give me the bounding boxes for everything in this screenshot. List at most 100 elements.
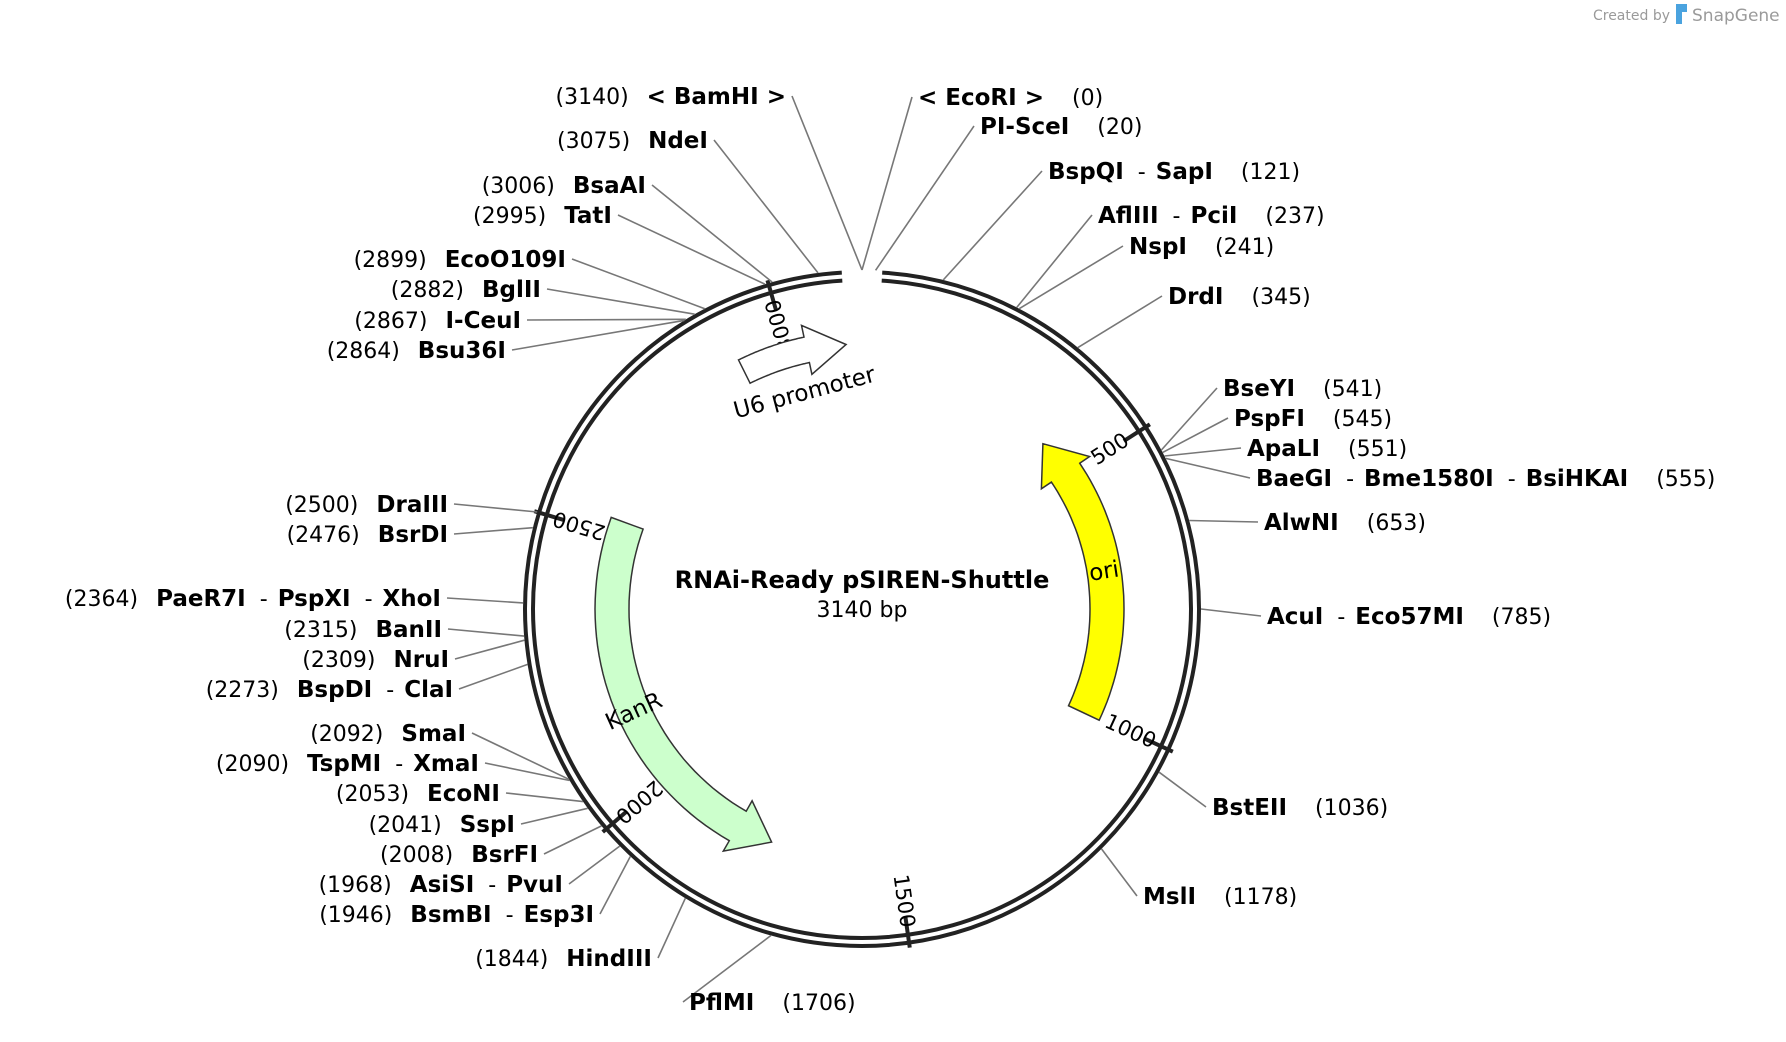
site-label-tati-2995: TatI (2995) bbox=[473, 203, 612, 229]
site-leader-2053 bbox=[505, 792, 584, 803]
tick-label-500: 500 bbox=[1086, 428, 1133, 470]
site-leader-3140 bbox=[791, 95, 863, 271]
enzyme-name: BglII bbox=[482, 277, 541, 303]
site-leader-1968 bbox=[568, 845, 621, 885]
site-position: (2867) bbox=[354, 309, 427, 334]
watermark-prefix: Created by bbox=[1593, 8, 1670, 24]
feature-arrow-u6-promoter bbox=[737, 324, 848, 385]
site-position: (1844) bbox=[475, 947, 548, 972]
site-position: (2053) bbox=[336, 782, 409, 807]
feature-label-ori: ori bbox=[1087, 557, 1121, 587]
site-position: (1036) bbox=[1315, 796, 1388, 821]
enzyme-name: Bme1580I bbox=[1364, 466, 1494, 492]
enzyme-name: TatI bbox=[564, 203, 612, 229]
enzyme-separator: - bbox=[1337, 605, 1345, 630]
enzyme-name: PflMI bbox=[689, 990, 754, 1016]
site-leader-1844 bbox=[657, 897, 687, 959]
enzyme-separator: - bbox=[488, 873, 496, 898]
enzyme-name: BspDI bbox=[297, 677, 372, 703]
site-label-draiii-2500: DraIII (2500) bbox=[285, 492, 448, 518]
site-position: (2995) bbox=[473, 204, 546, 229]
site-label-pspfi-545: PspFI(545) bbox=[1234, 406, 1392, 432]
site-leader-2090 bbox=[484, 762, 570, 782]
tick-2000 bbox=[601, 810, 628, 834]
site-position: (555) bbox=[1656, 467, 1715, 492]
enzyme-name: NdeI bbox=[648, 128, 708, 154]
enzyme-name: BsmBI bbox=[410, 902, 491, 928]
enzyme-name: AflIII bbox=[1098, 203, 1159, 229]
site-leader-0 bbox=[861, 96, 913, 271]
backbone-inner-strand bbox=[531, 278, 1193, 940]
enzyme-name: I-CeuI bbox=[446, 308, 522, 334]
enzyme-name: XhoI bbox=[383, 586, 441, 612]
site-leader-241 bbox=[1018, 245, 1124, 310]
site-label-bsu36i-2864: Bsu36I(2864) bbox=[327, 338, 506, 364]
site-leaders bbox=[446, 95, 1262, 1003]
feature-arrow-ori bbox=[1040, 442, 1125, 722]
enzyme-name: HindIII bbox=[566, 946, 652, 972]
site-leader-2500 bbox=[453, 503, 538, 513]
site-leader-20 bbox=[874, 125, 975, 271]
site-leader-1706 bbox=[682, 934, 772, 1003]
site-leader-345 bbox=[1077, 295, 1163, 349]
enzyme-name: AcuI bbox=[1267, 604, 1323, 630]
site-position: (2041) bbox=[369, 813, 442, 838]
site-position: (2899) bbox=[354, 248, 427, 273]
site-leader-2092 bbox=[471, 732, 570, 781]
site-label-sspi-2041: SspI(2041) bbox=[369, 812, 515, 838]
site-position: (2273) bbox=[206, 678, 279, 703]
snapgene-logo-icon-bar bbox=[1682, 4, 1687, 12]
site-label-afliii-237: AflIII-PciI(237) bbox=[1098, 203, 1325, 229]
enzyme-name: AsiSI bbox=[410, 872, 475, 898]
enzyme-separator: - bbox=[365, 587, 373, 612]
site-label-hindiii-1844: HindIII (1844) bbox=[475, 946, 652, 972]
site-label-nspi-241: NspI(241) bbox=[1129, 234, 1274, 260]
plasmid-name: RNAi-Ready pSIREN-Shuttle bbox=[675, 566, 1050, 594]
site-position: (2864) bbox=[327, 339, 400, 364]
site-leader-2864 bbox=[511, 319, 685, 351]
enzyme-name: Eco57MI bbox=[1355, 604, 1464, 630]
enzyme-name: PciI bbox=[1191, 203, 1238, 229]
site-label-bsaai-3006: BsaAI (3006) bbox=[482, 173, 646, 199]
enzyme-name: DraIII bbox=[376, 492, 448, 518]
enzyme-name: BanII bbox=[376, 617, 443, 643]
site-position: (20) bbox=[1097, 115, 1142, 140]
site-labels: < EcoRI >(0)PI-SceI(20)BspQI-SapI(121)Af… bbox=[65, 84, 1715, 1016]
site-label-banii-2315: BanII (2315) bbox=[284, 617, 442, 643]
enzyme-name: BsiHKAI bbox=[1526, 466, 1629, 492]
site-position: (237) bbox=[1265, 204, 1324, 229]
site-label-apali-551: ApaLI(551) bbox=[1247, 436, 1407, 462]
site-position: (2315) bbox=[284, 618, 357, 643]
site-position: (653) bbox=[1367, 511, 1426, 536]
site-leader-3075 bbox=[713, 139, 819, 274]
enzyme-name: NspI bbox=[1129, 234, 1187, 260]
site-position: (3140) bbox=[556, 85, 629, 110]
site-label-alwni-653: AlwNI(653) bbox=[1264, 510, 1426, 536]
enzyme-name: SmaI bbox=[401, 721, 466, 747]
enzyme-separator: - bbox=[1346, 467, 1354, 492]
site-label-econi-2053: EcoNI(2053) bbox=[336, 781, 500, 807]
site-label-bspqi-121: BspQI-SapI(121) bbox=[1048, 159, 1300, 185]
enzyme-name: PI-SceI bbox=[980, 114, 1069, 140]
site-position: (2500) bbox=[285, 493, 358, 518]
site-position: (3006) bbox=[482, 174, 555, 199]
enzyme-name: SapI bbox=[1156, 159, 1213, 185]
site-label-drdi-345: DrdI(345) bbox=[1168, 284, 1311, 310]
site-leader-545 bbox=[1162, 417, 1229, 454]
site-leader-2867 bbox=[526, 318, 686, 321]
tick-label-2000: 2000 bbox=[611, 776, 667, 829]
site-label-bsrdi-2476: BsrDI(2476) bbox=[287, 522, 448, 548]
site-label-acui-785: AcuI-Eco57MI(785) bbox=[1267, 604, 1551, 630]
site-label-bsteii-1036: BstEII(1036) bbox=[1212, 795, 1388, 821]
site-position: (2092) bbox=[310, 722, 383, 747]
snapgene-logo-icon bbox=[1676, 4, 1682, 24]
enzyme-name: TspMI bbox=[307, 751, 381, 777]
enzyme-name: Esp3I bbox=[524, 902, 594, 928]
site-leader-2364 bbox=[446, 597, 524, 604]
site-leader-785 bbox=[1200, 608, 1262, 617]
site-position: (1968) bbox=[319, 873, 392, 898]
site-label-ndei-3075: NdeI(3075) bbox=[557, 128, 708, 154]
enzyme-name: BsaAI bbox=[573, 173, 646, 199]
site-position: (551) bbox=[1348, 437, 1407, 462]
site-position: (2476) bbox=[287, 523, 360, 548]
